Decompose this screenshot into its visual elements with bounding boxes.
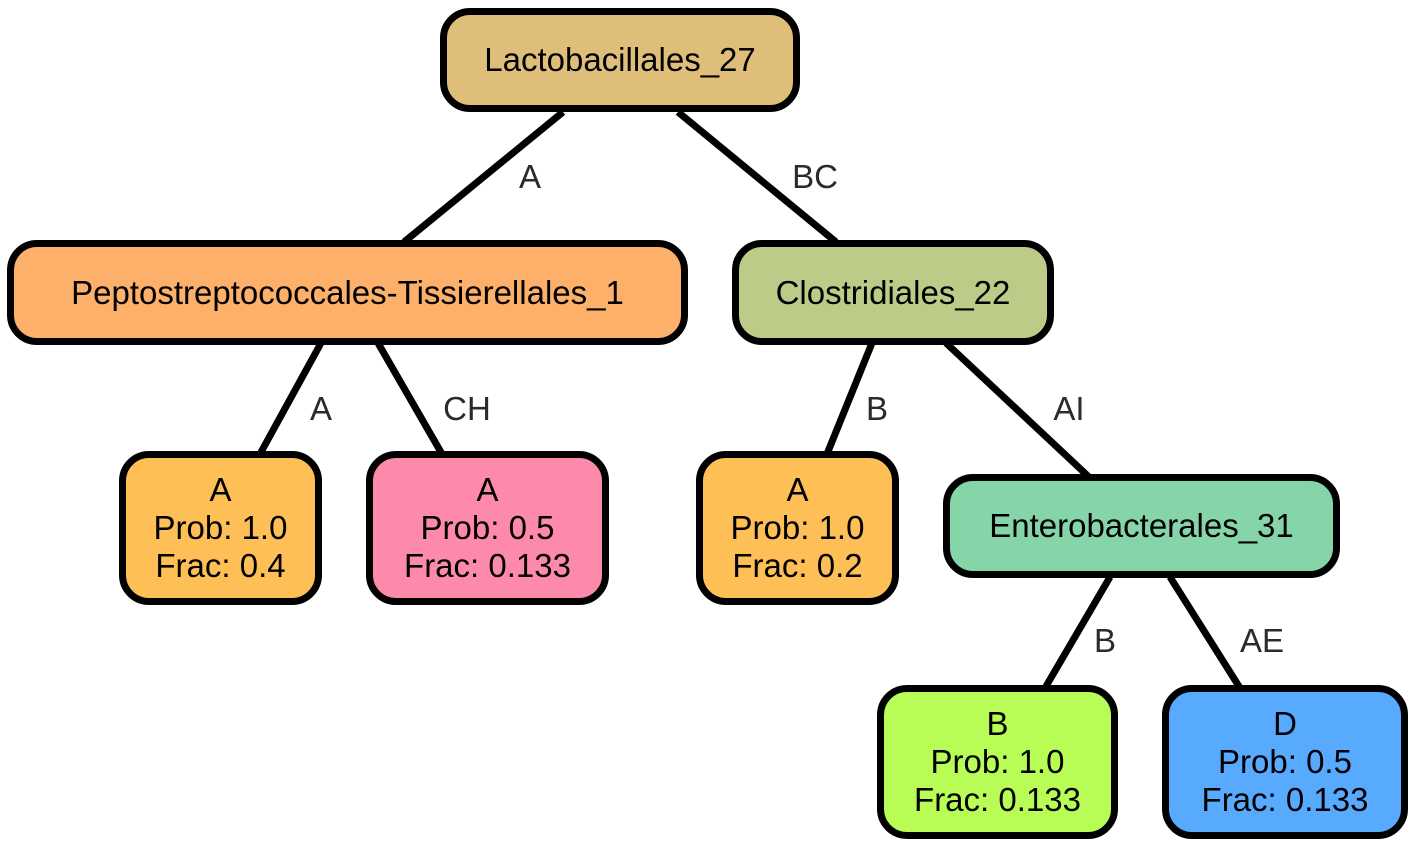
leaf-node-a-1: A Prob: 1.0 Frac: 0.4	[119, 451, 322, 605]
edge-clost-entero	[943, 340, 1092, 480]
leaf-label: D	[1273, 705, 1297, 742]
edge-pepto-leaf2	[374, 341, 446, 456]
edge-entero-leaf5	[1167, 575, 1243, 690]
leaf-node-b: B Prob: 1.0 Frac: 0.133	[877, 685, 1118, 839]
edge-pepto-leaf1	[256, 341, 325, 456]
leaf-frac: Frac: 0.133	[1201, 781, 1369, 818]
leaf-prob: Prob: 1.0	[730, 509, 865, 546]
edge-label-entero-leaf4: B	[1093, 622, 1117, 659]
leaf-node-a-3: A Prob: 1.0 Frac: 0.2	[696, 451, 899, 605]
edge-label-root-clost: BC	[792, 158, 838, 195]
edge-root-pepto	[401, 109, 566, 245]
leaf-prob: Prob: 0.5	[1218, 743, 1352, 780]
leaf-label: B	[986, 705, 1009, 742]
edge-label-root-pepto: A	[518, 158, 542, 195]
leaf-prob: Prob: 0.5	[420, 509, 555, 546]
leaf-prob: Prob: 1.0	[930, 743, 1065, 780]
leaf-frac: Frac: 0.133	[914, 781, 1081, 818]
leaf-node-d: D Prob: 0.5 Frac: 0.133	[1162, 685, 1408, 839]
node-enterobacterales: Enterobacterales_31	[943, 474, 1340, 578]
leaf-label: A	[209, 471, 232, 508]
node-label: Enterobacterales_31	[989, 507, 1294, 544]
node-label: Peptostreptococcales-Tissierellales_1	[71, 273, 624, 311]
leaf-label: A	[786, 471, 809, 508]
leaf-frac: Frac: 0.4	[155, 547, 286, 584]
leaf-label: A	[476, 471, 499, 508]
node-label: Clostridiales_22	[775, 273, 1011, 311]
leaf-node-a-2: A Prob: 0.5 Frac: 0.133	[366, 451, 609, 605]
leaf-prob: Prob: 1.0	[153, 509, 288, 546]
leaf-frac: Frac: 0.2	[732, 547, 863, 584]
edge-label-entero-leaf5: AE	[1239, 622, 1285, 659]
node-peptostreptococcales-tissierellales: Peptostreptococcales-Tissierellales_1	[7, 240, 688, 345]
node-label: Lactobacillales_27	[484, 41, 756, 78]
edge-label-pepto-leaf1: A	[309, 390, 333, 427]
node-clostridiales: Clostridiales_22	[732, 240, 1054, 345]
leaf-frac: Frac: 0.133	[404, 547, 571, 584]
edge-label-clost-leaf3: B	[865, 390, 889, 427]
edge-label-pepto-leaf2: CH	[443, 390, 491, 427]
edge-root-clost	[675, 109, 839, 245]
edge-label-clost-entero: AI	[1053, 390, 1085, 427]
node-lactobacillales: Lactobacillales_27	[440, 8, 800, 112]
edge-entero-leaf4	[1041, 575, 1114, 690]
edge-clost-leaf3	[823, 341, 876, 456]
